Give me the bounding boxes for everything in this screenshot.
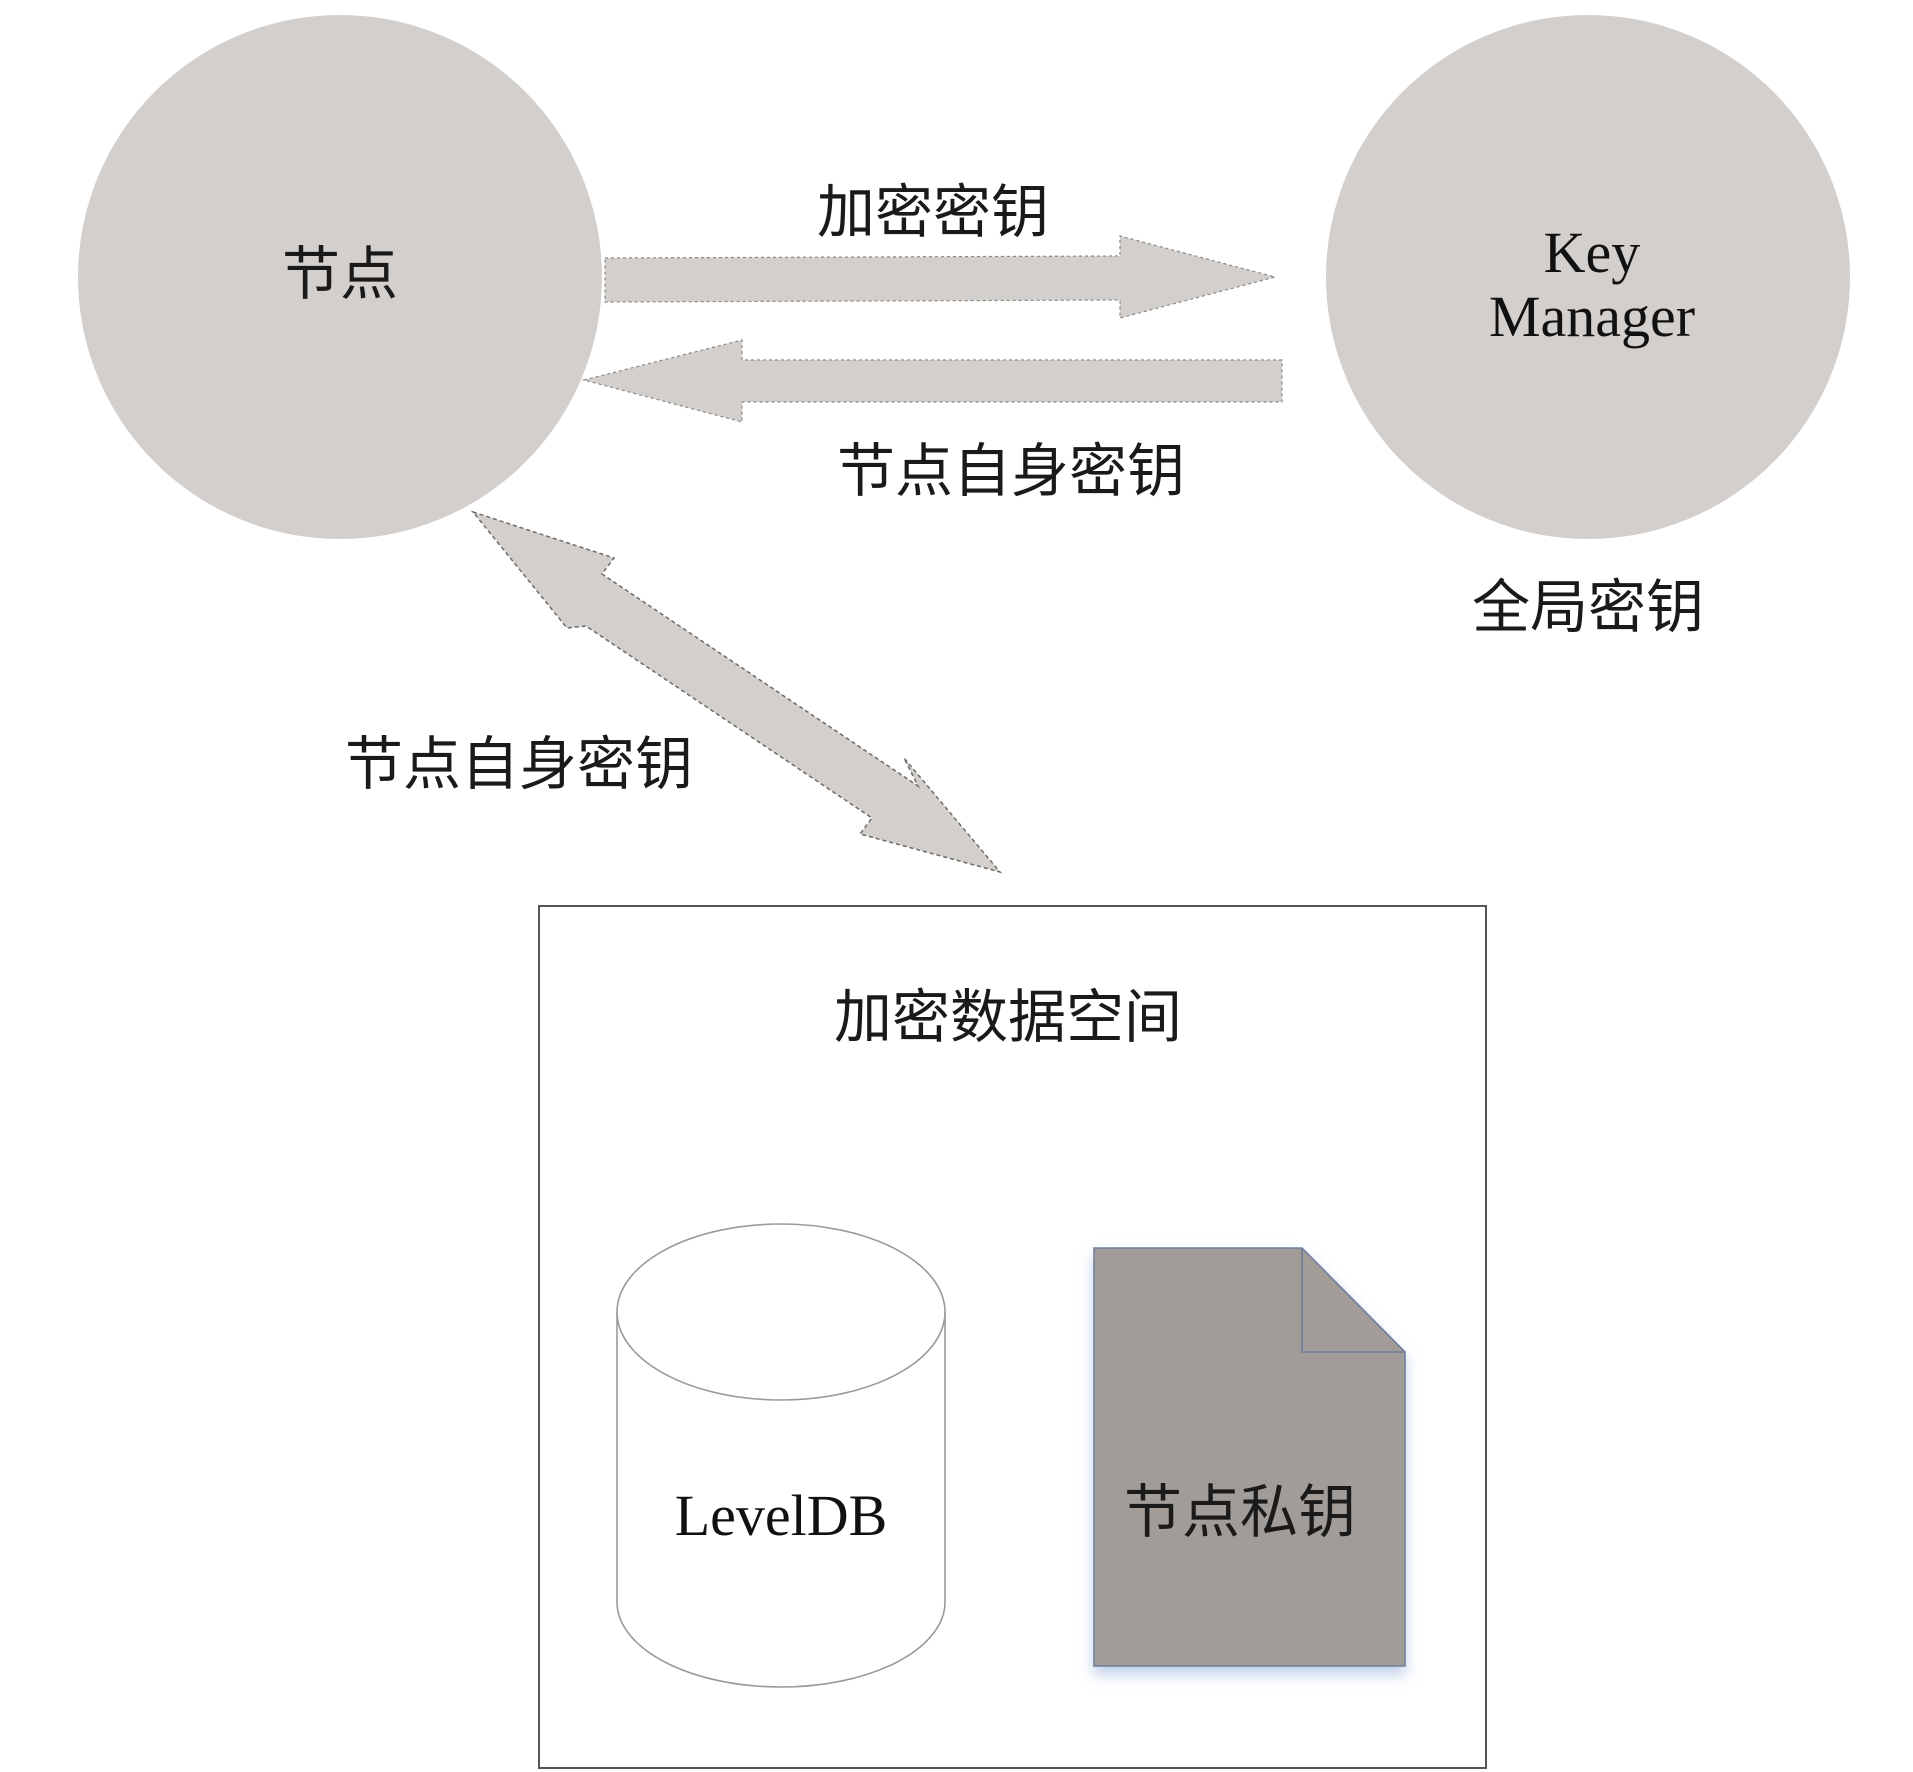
private-key-label: 节点私钥 (1124, 1478, 1356, 1546)
storage-bidirectional-arrow (470, 510, 1003, 874)
encryption-key-arrow (604, 235, 1278, 319)
encryption-key-label: 加密密钥 (817, 178, 1049, 246)
key-manager-label-line1: Key (1544, 220, 1641, 285)
global-key-caption: 全局密钥 (1472, 573, 1704, 641)
node-own-key-label-top: 节点自身密钥 (837, 437, 1185, 505)
leveldb-label: LevelDB (675, 1483, 888, 1548)
node-own-key-arrow (581, 339, 1283, 423)
node-own-key-label-bottom: 节点自身密钥 (345, 730, 693, 798)
leveldb-database-icon[interactable] (616, 1223, 946, 1688)
encrypted-data-space-title: 加密数据空间 (834, 983, 1182, 1051)
key-manager-circle[interactable] (1326, 15, 1850, 539)
node-circle[interactable] (78, 15, 602, 539)
node-label: 节点 (282, 240, 398, 308)
key-manager-label-line2: Manager (1489, 284, 1695, 349)
private-key-file-icon[interactable] (1093, 1247, 1406, 1667)
